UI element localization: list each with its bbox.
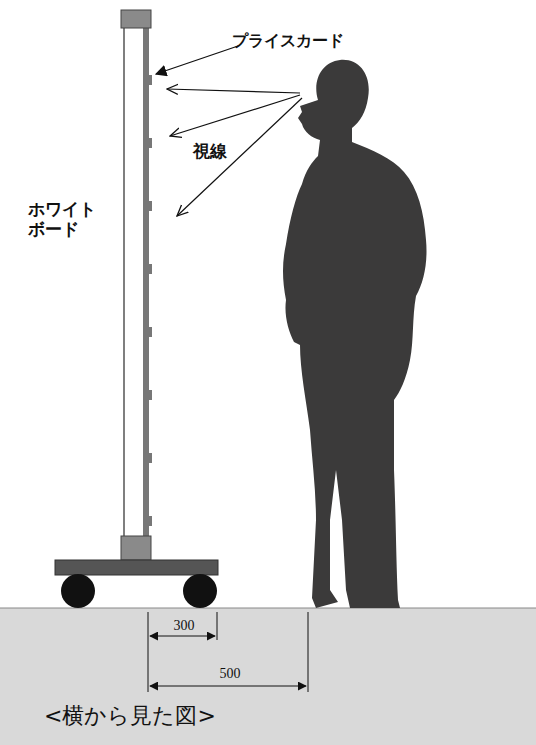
dimension: 300 xyxy=(172,618,197,634)
price-card-label: プライスカード xyxy=(232,32,344,50)
floor xyxy=(0,608,536,745)
sight-lines xyxy=(167,89,302,216)
whiteboard xyxy=(55,10,218,608)
caption: <横から見た図> xyxy=(44,703,216,728)
dimension-lines xyxy=(148,612,308,692)
whiteboard-label: ホワイト ボード xyxy=(28,200,104,239)
price-card-arrow xyxy=(156,46,238,74)
sight-label: 視線 xyxy=(193,142,227,162)
dimension: 500 xyxy=(218,666,243,682)
person-silhouette xyxy=(283,60,427,608)
